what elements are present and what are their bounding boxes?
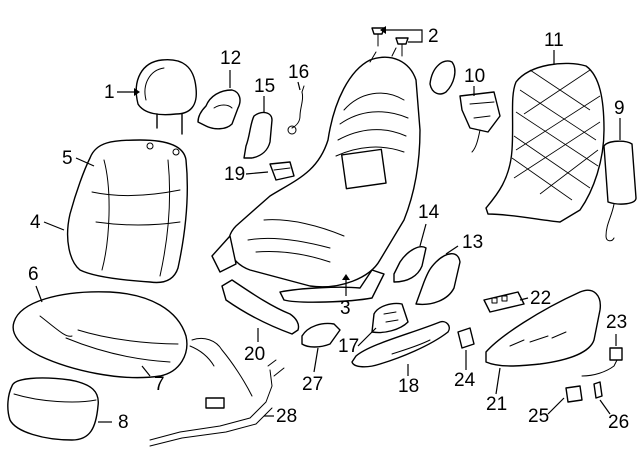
callout-10: 10 [464, 66, 485, 87]
callout-9: 9 [614, 98, 625, 119]
callout-17: 17 [338, 336, 359, 357]
part-trim-21[interactable] [485, 289, 601, 367]
callout-7: 7 [154, 374, 165, 395]
part-sensor-16[interactable] [287, 85, 305, 135]
callout-8: 8 [118, 412, 129, 433]
part-block-19[interactable] [269, 161, 295, 181]
callouts: 1 2 3 4 5 6 7 8 9 10 11 12 13 14 15 16 [28, 26, 629, 433]
part-seatback-cover[interactable] [66, 139, 188, 284]
part-headrest[interactable] [135, 59, 197, 135]
callout-12: 12 [220, 48, 241, 69]
callout-13: 13 [462, 232, 483, 253]
callout-14: 14 [418, 202, 440, 223]
part-switch-22[interactable] [483, 291, 525, 313]
part-clip-24[interactable] [457, 327, 475, 349]
callout-20: 20 [244, 344, 265, 365]
part-trim-27[interactable] [301, 322, 341, 348]
part-seat-frame[interactable] [211, 47, 421, 303]
part-screws[interactable] [371, 27, 409, 57]
part-cushion-pad[interactable] [7, 377, 99, 441]
callout-27: 27 [302, 374, 323, 395]
callout-1: 1 [104, 82, 115, 103]
callout-21: 21 [486, 394, 507, 415]
callout-2: 2 [428, 26, 439, 47]
callout-15: 15 [254, 76, 275, 97]
part-seat-cushion[interactable] [12, 291, 188, 379]
callout-5: 5 [62, 148, 73, 169]
callout-22: 22 [530, 288, 551, 309]
part-cover-12[interactable] [197, 89, 241, 130]
callout-16: 16 [288, 62, 309, 83]
part-clip-25[interactable] [565, 385, 583, 403]
callout-19: 19 [224, 164, 245, 185]
callout-26: 26 [608, 412, 629, 433]
callout-25: 25 [528, 406, 549, 427]
part-adjuster-10[interactable] [429, 60, 501, 153]
part-module-9[interactable] [603, 140, 637, 242]
callout-3: 3 [340, 298, 351, 319]
part-bracket-17[interactable] [371, 302, 409, 334]
part-trim-15[interactable] [243, 111, 273, 159]
callout-4: 4 [30, 212, 41, 233]
callout-23: 23 [606, 312, 627, 333]
part-cover-13[interactable] [415, 253, 461, 306]
part-harness-28[interactable] [149, 337, 285, 447]
callout-11: 11 [544, 30, 564, 51]
part-seatback-pad[interactable] [485, 62, 605, 223]
callout-28: 28 [276, 406, 297, 427]
part-connector-23[interactable] [581, 347, 623, 377]
part-trim-18[interactable] [351, 320, 450, 368]
callout-18: 18 [398, 376, 419, 397]
part-cover-14[interactable] [393, 246, 427, 283]
part-clip-26[interactable] [593, 381, 603, 399]
callout-24: 24 [454, 370, 476, 391]
callout-6: 6 [28, 264, 39, 285]
part-trim-20[interactable] [221, 279, 300, 335]
